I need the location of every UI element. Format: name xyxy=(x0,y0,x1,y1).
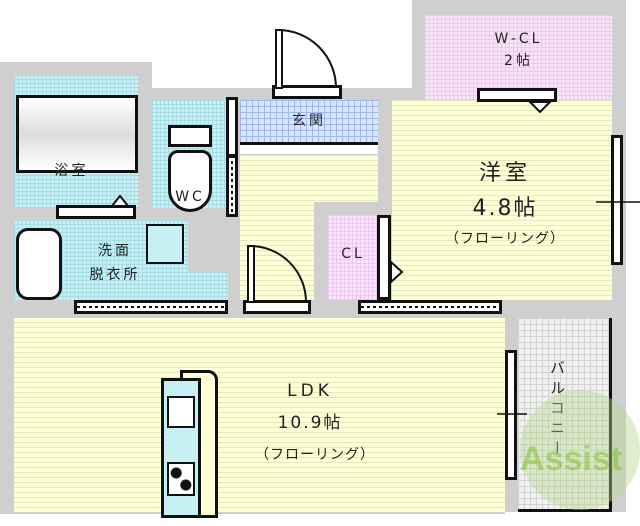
bottom-margin xyxy=(0,512,640,526)
western-room-floor: （フローリング） xyxy=(445,231,565,247)
hall-door-leaf xyxy=(247,245,255,303)
front-door-leaf xyxy=(275,29,283,89)
ldk xyxy=(14,318,505,512)
window-ldk-balcony[interactable] xyxy=(505,350,517,480)
closet xyxy=(328,215,378,300)
balcony-label: バルコニー xyxy=(548,360,568,460)
balcony xyxy=(518,318,612,512)
assist-logo: Assist xyxy=(520,390,640,510)
ldk-floor: （フローリング） xyxy=(255,447,375,463)
wcl-label: W-CL xyxy=(494,31,543,47)
toilet-label: WC xyxy=(175,189,205,205)
closet-label: CL xyxy=(341,246,365,262)
toilet-bowl-icon xyxy=(168,150,212,212)
bathtub xyxy=(16,95,138,173)
sliding-door-washroom[interactable] xyxy=(74,300,228,314)
closet-door[interactable] xyxy=(377,215,391,300)
sink-basin-icon xyxy=(167,396,195,428)
closet-door-handle-icon xyxy=(390,259,404,285)
stove-icon xyxy=(167,462,195,496)
entrance-label: 玄関 xyxy=(292,113,326,129)
sliding-door-western-room[interactable] xyxy=(358,300,502,314)
washing-machine-icon xyxy=(16,228,62,300)
front-door[interactable] xyxy=(272,85,342,99)
door-bathroom[interactable] xyxy=(56,205,136,219)
western-room-size: 4.8帖 xyxy=(472,196,538,221)
washroom-label-1: 洗面 xyxy=(98,243,132,259)
front-door-swing xyxy=(277,28,337,89)
ldk-label: LDK xyxy=(287,381,333,401)
walk-in-closet xyxy=(425,15,612,110)
sink-icon xyxy=(146,224,184,264)
toilet xyxy=(152,100,228,208)
entrance-step xyxy=(240,142,378,154)
washroom-label-2: 脱衣所 xyxy=(89,267,141,283)
door-hallway-ldk[interactable] xyxy=(243,300,311,314)
ldk-size: 10.9帖 xyxy=(277,413,343,433)
logo-text: Assist xyxy=(520,440,622,478)
bath-door-handle-icon xyxy=(109,194,131,207)
sliding-door-toilet[interactable] xyxy=(226,155,238,217)
wall-notch xyxy=(188,220,228,272)
western-room-label: 洋室 xyxy=(478,161,531,186)
western-room xyxy=(392,100,612,300)
wcl-size: 2帖 xyxy=(504,53,533,69)
toilet-icon xyxy=(168,125,212,147)
door-wcl[interactable] xyxy=(477,88,557,102)
hall-door-swing xyxy=(249,244,307,303)
wcl-door-handle-icon xyxy=(527,101,553,114)
entrance xyxy=(240,100,378,142)
window-western-room[interactable] xyxy=(611,135,623,265)
bathroom-label: 浴室 xyxy=(54,163,89,179)
